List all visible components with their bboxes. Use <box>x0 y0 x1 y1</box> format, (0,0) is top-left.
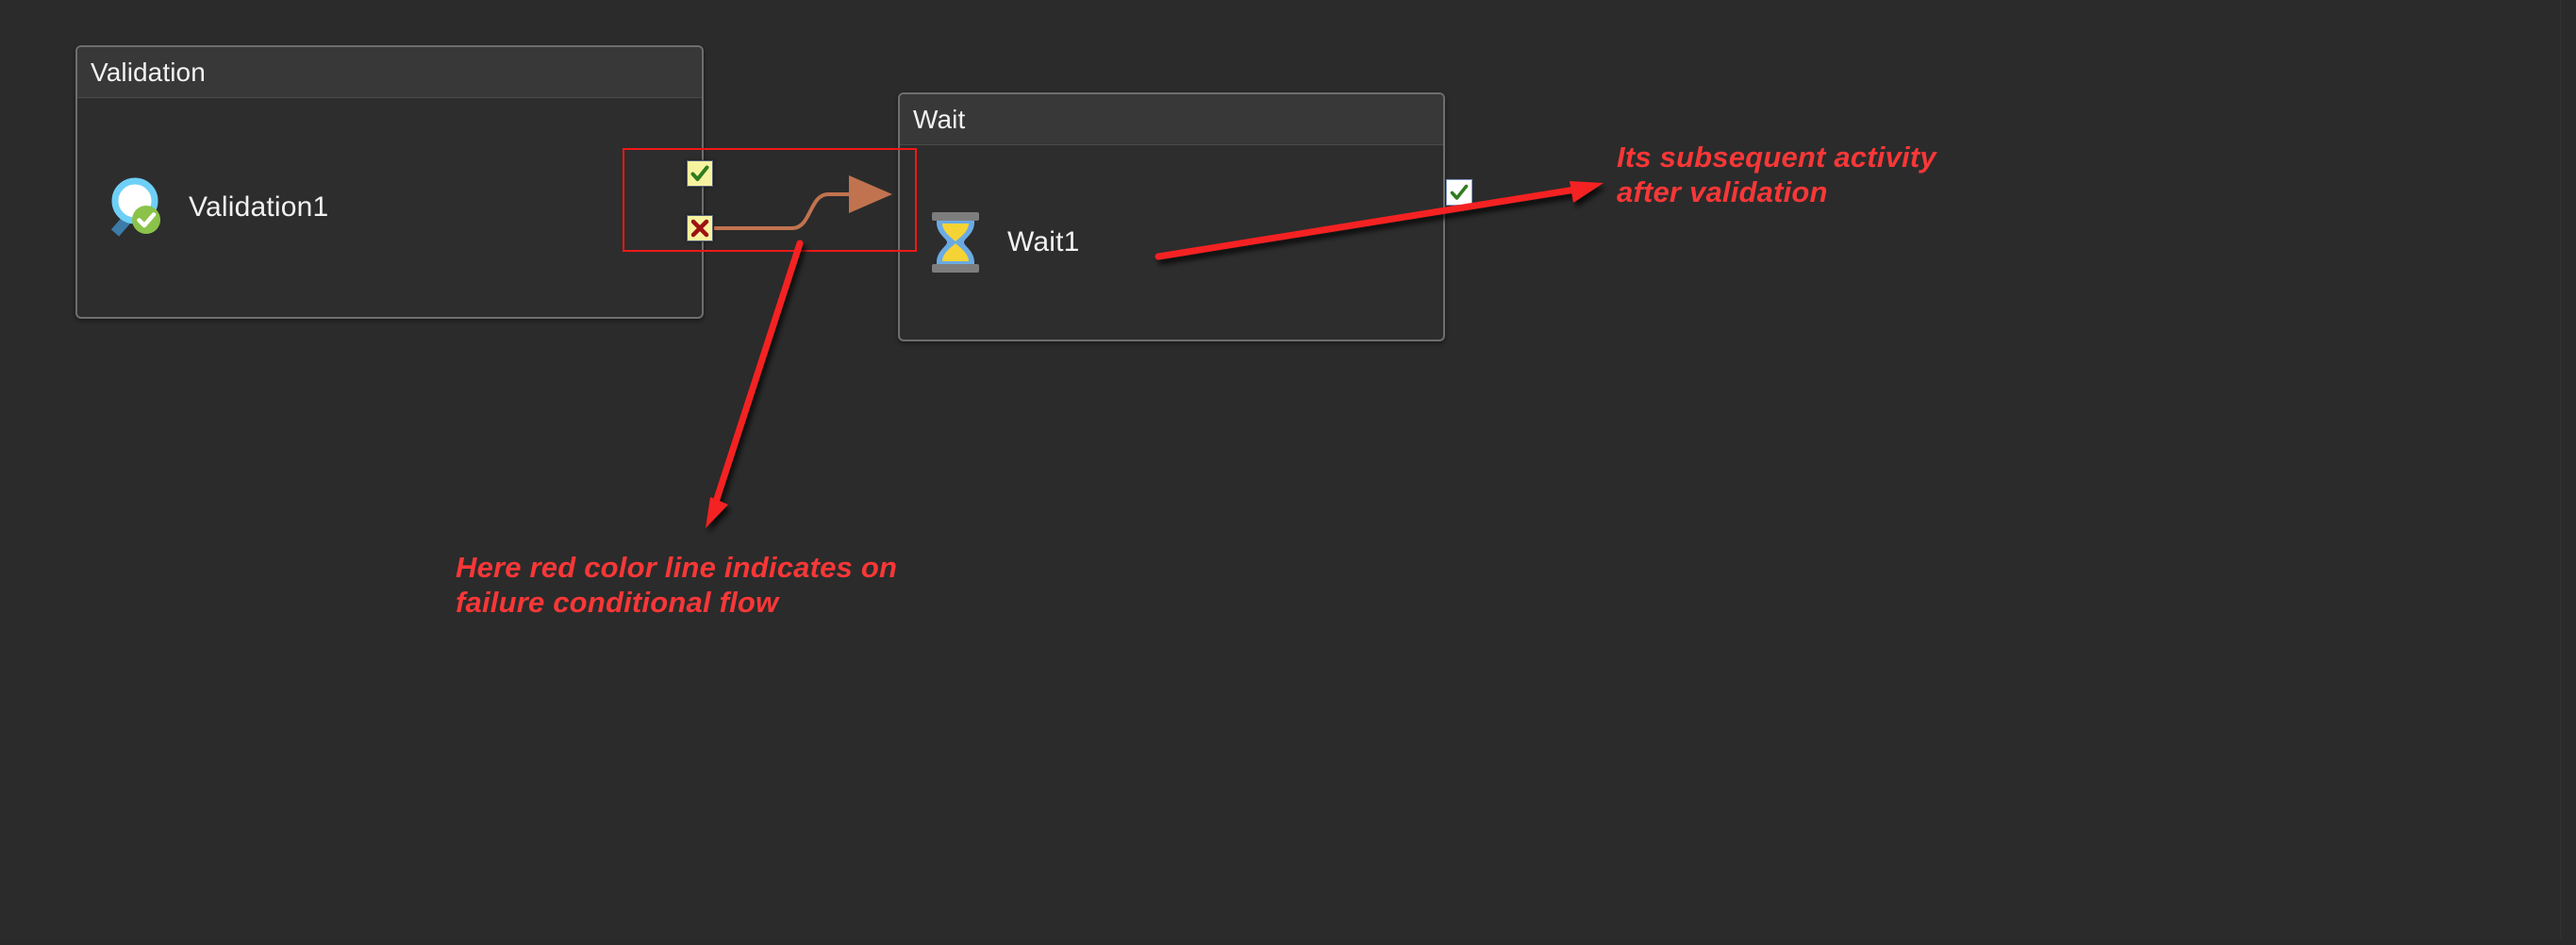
check-mark-icon <box>1450 184 1469 200</box>
condition-badge-failure[interactable] <box>687 215 713 241</box>
failure-branch-highlight-rectangle <box>623 148 917 252</box>
cross-mark-icon <box>690 219 709 238</box>
activity-box-wait[interactable]: Wait Wait1 <box>898 92 1445 341</box>
hourglass-icon <box>926 209 985 275</box>
activity-body-validation[interactable]: Validation1 <box>77 98 702 317</box>
annotation-text-subsequent-activity: Its subsequent activity after validation <box>1617 141 1936 208</box>
activity-box-validation[interactable]: Validation Validation1 <box>75 45 704 319</box>
condition-badge-success[interactable] <box>687 160 713 187</box>
activity-header-title-validation: Validation <box>91 57 206 87</box>
activity-item-label-validation1: Validation1 <box>189 191 329 223</box>
activity-body-wait[interactable]: Wait1 <box>900 145 1443 340</box>
vertical-scrollbar[interactable] <box>2560 0 2576 945</box>
horizontal-scrollbar[interactable] <box>0 939 2576 945</box>
activity-header-wait: Wait <box>900 94 1443 145</box>
magnifier-check-icon <box>104 176 166 239</box>
check-mark-icon <box>690 165 709 181</box>
annotation-text-failure-flow: Here red color line indicates on failure… <box>456 551 898 619</box>
condition-badge-wait-output[interactable] <box>1446 179 1472 206</box>
activity-item-label-wait1: Wait1 <box>1007 226 1080 257</box>
activity-header-validation: Validation <box>77 47 702 98</box>
activity-header-title-wait: Wait <box>913 104 966 134</box>
annotation-arrow-failure-note <box>706 240 804 528</box>
